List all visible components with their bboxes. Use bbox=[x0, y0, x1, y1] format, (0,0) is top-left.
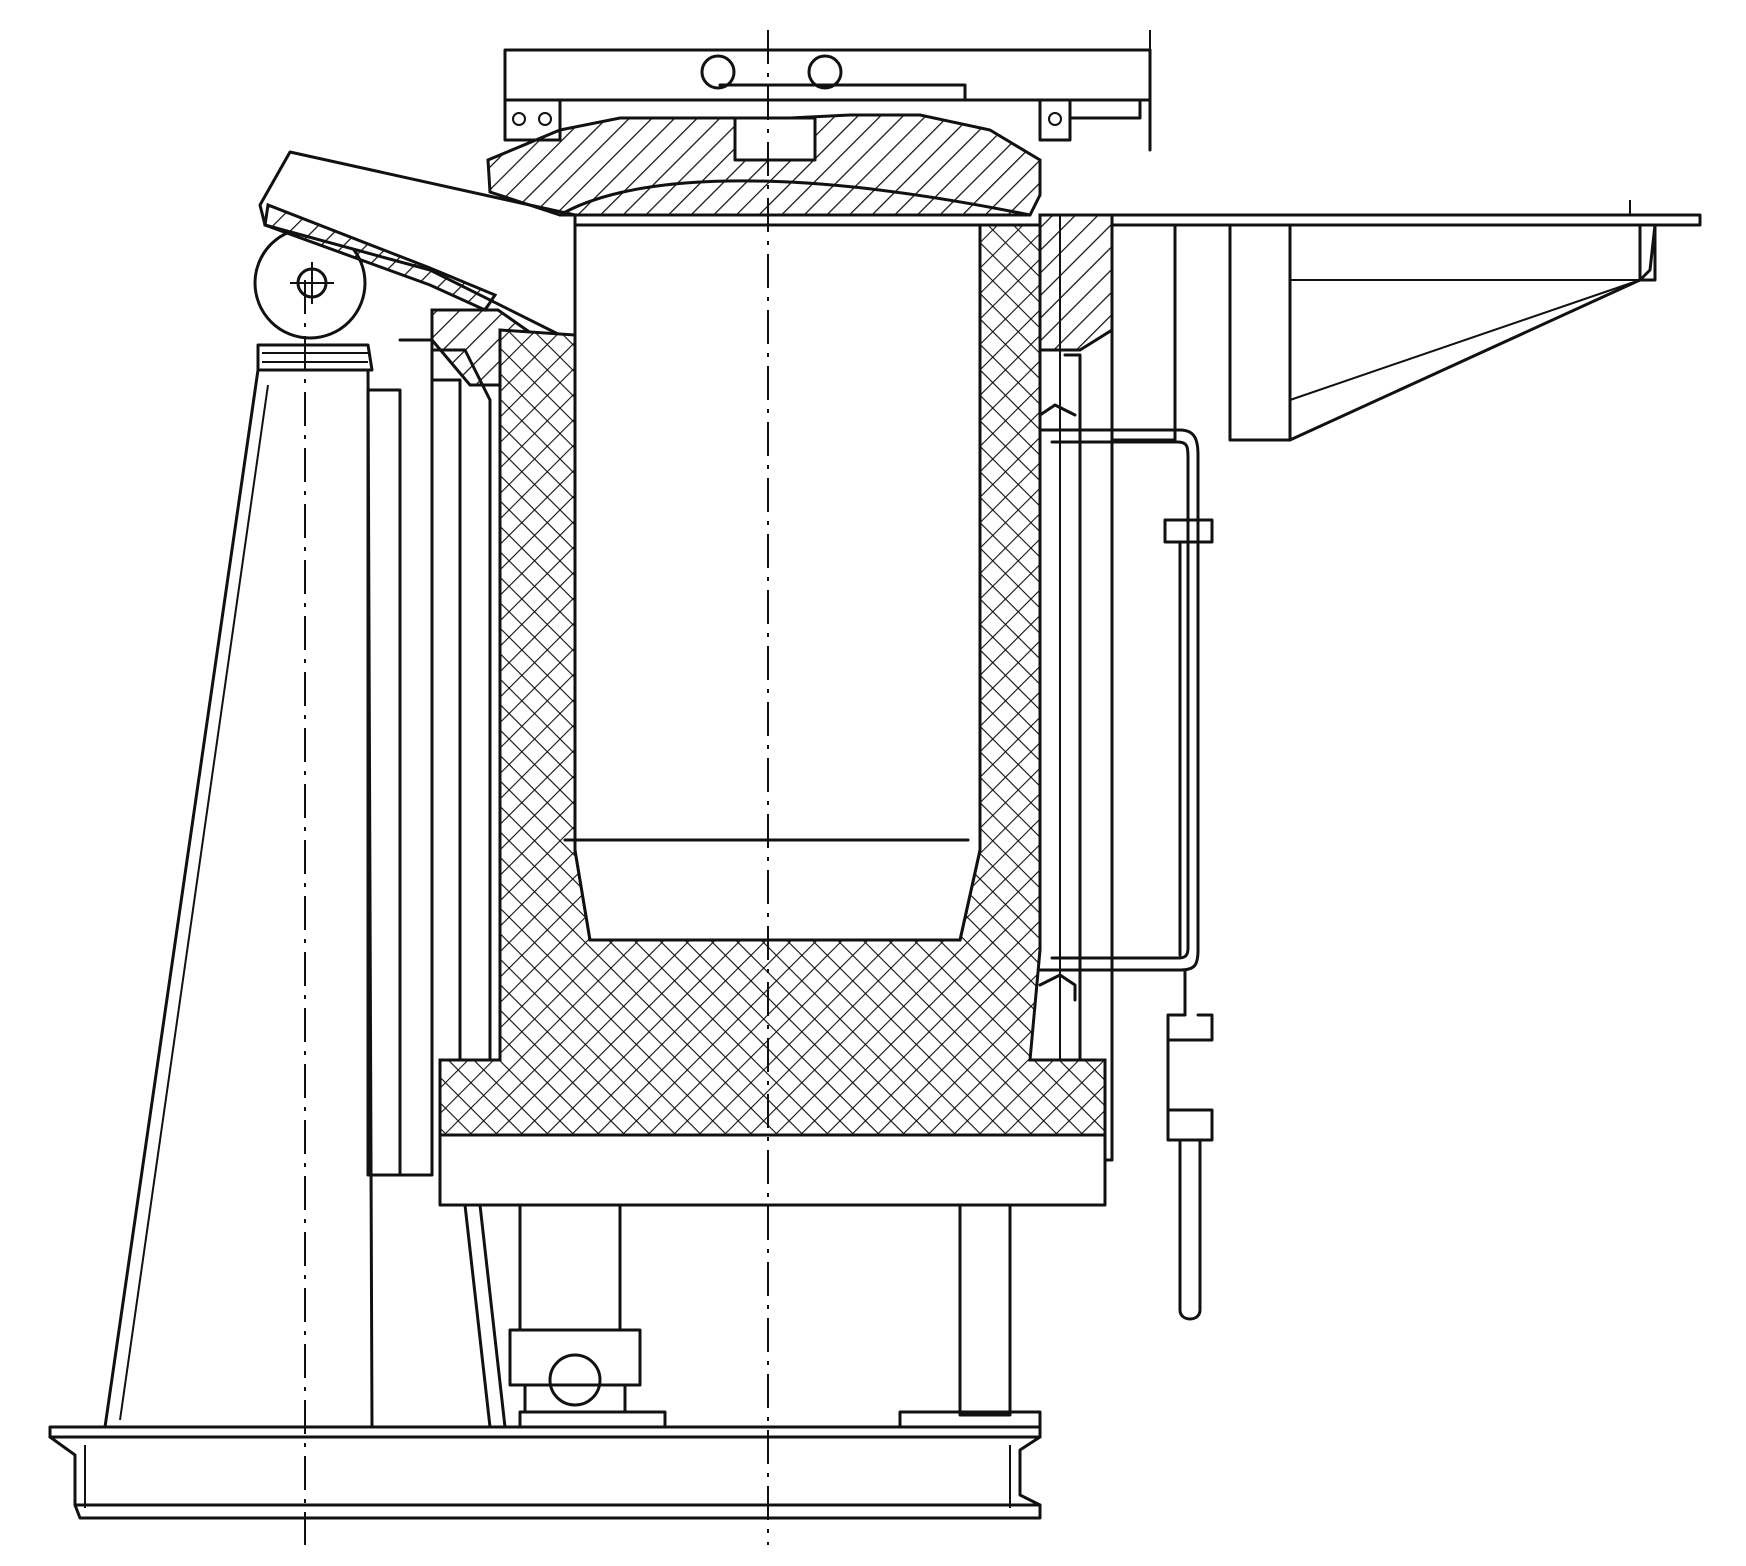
base-frame bbox=[48, 1425, 1042, 1520]
furnace-shell bbox=[366, 213, 1114, 1177]
bottom-slab bbox=[438, 1133, 1107, 1207]
crucible bbox=[563, 223, 982, 942]
roof-lid bbox=[486, 48, 1152, 217]
working-platform bbox=[1110, 200, 1702, 442]
center-lines bbox=[304, 30, 1151, 1545]
cooling-pipes bbox=[1038, 403, 1214, 1321]
support-columns bbox=[463, 1203, 1042, 1429]
tilt-stand bbox=[103, 343, 374, 1429]
